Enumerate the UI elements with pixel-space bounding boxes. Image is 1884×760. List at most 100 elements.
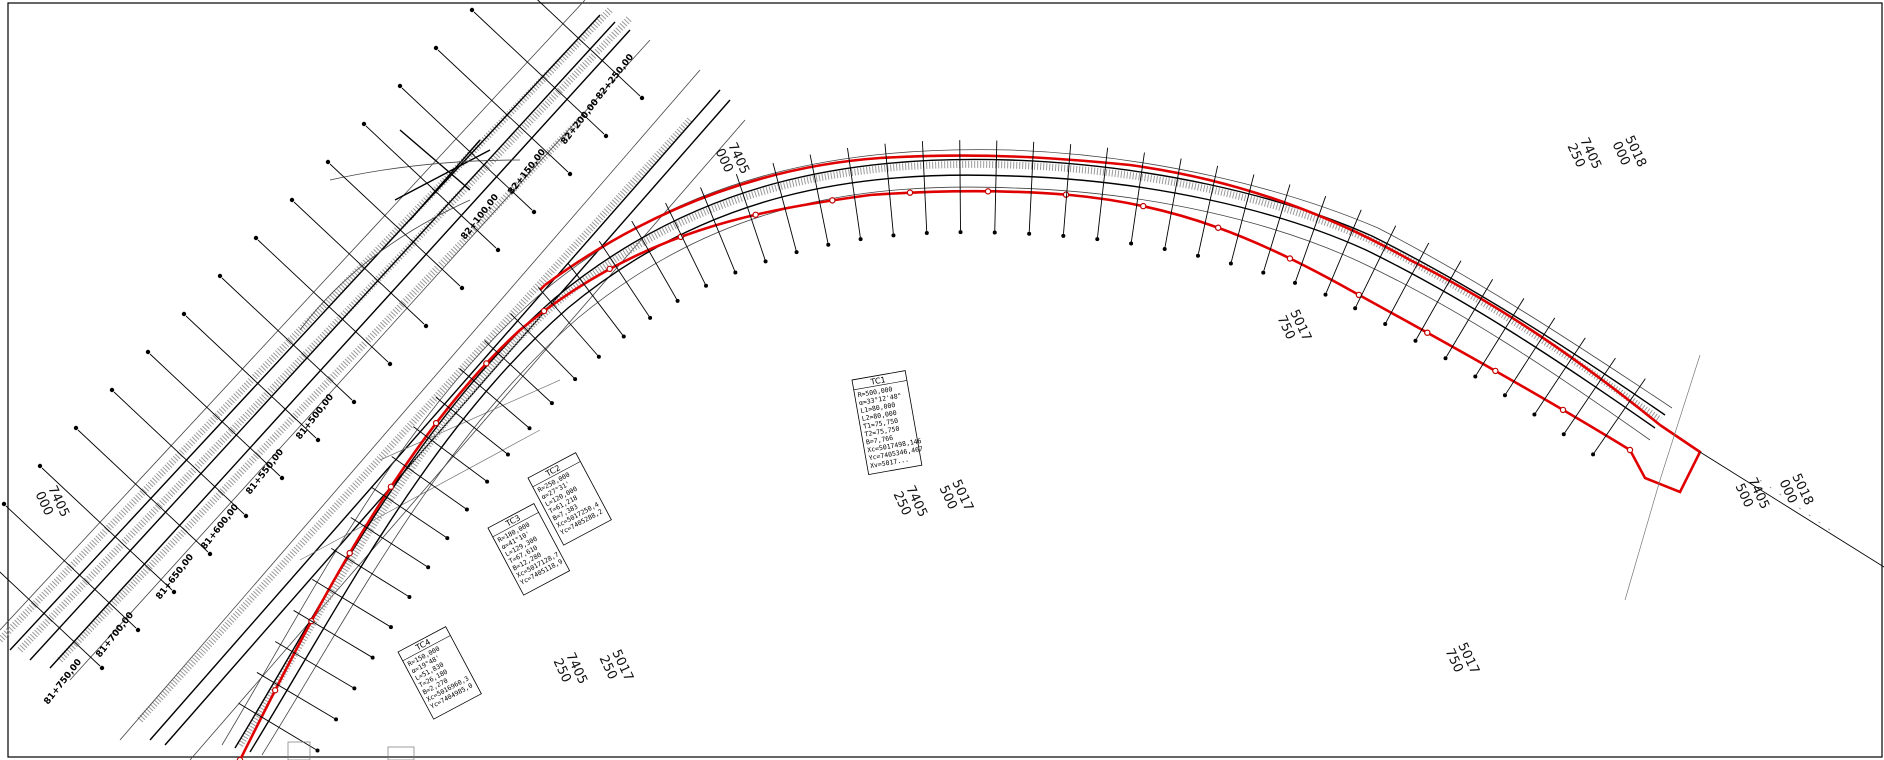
station-dot bbox=[459, 285, 465, 291]
station-dot bbox=[1095, 237, 1100, 242]
boundary-vertex bbox=[1214, 224, 1222, 231]
station-dot bbox=[279, 475, 285, 481]
station-tick bbox=[365, 125, 497, 249]
station-tick bbox=[41, 467, 173, 591]
boundary-vertex bbox=[483, 360, 490, 367]
station-dot bbox=[567, 171, 573, 177]
station-tick bbox=[1263, 184, 1291, 271]
curve-table: TC3 R=180,000α=41°10'L=129,300T=67,610B=… bbox=[487, 503, 571, 596]
station-tick bbox=[537, 0, 641, 97]
station-dot bbox=[648, 315, 653, 320]
station-tick bbox=[331, 547, 408, 597]
motorway-station-ticks bbox=[0, 0, 645, 671]
station-tick bbox=[149, 353, 281, 477]
station-dot bbox=[1162, 247, 1167, 252]
station-dot bbox=[924, 231, 929, 236]
station-tick bbox=[1416, 260, 1462, 340]
boundary-vertex bbox=[540, 307, 548, 315]
station-dot bbox=[891, 233, 896, 238]
boundary-vertex bbox=[1626, 446, 1634, 454]
station-dot bbox=[1383, 321, 1388, 326]
station-tick bbox=[1295, 196, 1327, 282]
station-tick bbox=[1197, 165, 1219, 254]
station-tick bbox=[435, 396, 507, 454]
chainage-label: 82+250,00 bbox=[594, 53, 636, 102]
station-tick bbox=[413, 426, 486, 481]
station-dot bbox=[958, 230, 963, 235]
station-dot bbox=[621, 334, 626, 339]
station-dot bbox=[135, 627, 141, 633]
boundary-vertex bbox=[984, 188, 992, 195]
chainage-label: 82+200,00 bbox=[559, 98, 601, 147]
station-dot bbox=[1443, 356, 1448, 361]
chainage-label: 81+700,00 bbox=[94, 611, 136, 660]
station-tick bbox=[735, 173, 766, 260]
curve-table: TC1 R=500,000α=33°12'48"L1=80,000L2=80,0… bbox=[851, 370, 924, 476]
station-tick bbox=[484, 340, 551, 403]
station-dot bbox=[1, 501, 7, 507]
station-dot bbox=[1129, 241, 1134, 246]
station-tick bbox=[1230, 174, 1255, 262]
boundary-vertex bbox=[432, 419, 440, 427]
station-tick bbox=[0, 571, 101, 667]
station-tick bbox=[994, 140, 998, 231]
boundary-vertex bbox=[1559, 406, 1567, 414]
station-dot bbox=[207, 551, 213, 557]
station-dot bbox=[181, 311, 187, 317]
station-tick bbox=[185, 315, 317, 439]
station-tick bbox=[1593, 378, 1646, 453]
station-tick bbox=[537, 287, 598, 356]
station-dot bbox=[1061, 233, 1066, 238]
station-dot bbox=[675, 298, 680, 303]
station-tick bbox=[257, 239, 389, 363]
station-dot bbox=[639, 95, 645, 101]
station-dot bbox=[485, 479, 490, 484]
station-tick bbox=[631, 220, 677, 300]
station-tick bbox=[370, 486, 446, 538]
station-tick bbox=[113, 391, 245, 515]
station-dot bbox=[334, 717, 339, 722]
station-dot bbox=[171, 589, 177, 595]
station-dot bbox=[1292, 280, 1297, 285]
station-dot bbox=[407, 594, 412, 599]
station-dot bbox=[370, 655, 375, 660]
alignment-extension bbox=[1699, 451, 1884, 568]
station-dot bbox=[37, 463, 43, 469]
station-dot bbox=[1261, 270, 1266, 275]
station-dot bbox=[531, 209, 537, 215]
side-road-line bbox=[1624, 354, 1701, 601]
drawing-frame bbox=[7, 2, 1883, 758]
station-tick bbox=[5, 505, 137, 629]
station-dot bbox=[315, 748, 320, 753]
station-tick bbox=[959, 140, 961, 231]
station-dot bbox=[109, 387, 115, 393]
station-dot bbox=[397, 83, 403, 89]
station-dot bbox=[573, 377, 578, 382]
chainage-label: 82+100,00 bbox=[459, 193, 501, 242]
boundary-vertex bbox=[236, 756, 244, 760]
curve-station-ticks bbox=[238, 140, 1646, 753]
station-dot bbox=[1473, 374, 1478, 379]
station-tick bbox=[312, 578, 390, 627]
station-dot bbox=[469, 7, 475, 13]
station-tick bbox=[700, 187, 736, 271]
curved-road bbox=[221, 149, 1673, 756]
station-dot bbox=[351, 399, 357, 405]
chainage-label: 81+550,00 bbox=[244, 448, 286, 497]
boundary-vertex bbox=[346, 549, 353, 557]
station-tick bbox=[329, 163, 461, 287]
chainage-label: 82+150,00 bbox=[506, 148, 548, 197]
building-outline bbox=[287, 741, 311, 760]
station-tick bbox=[809, 154, 829, 243]
boundary-vertex bbox=[829, 197, 836, 204]
station-dot bbox=[1532, 412, 1537, 417]
station-dot bbox=[253, 235, 259, 241]
station-tick bbox=[921, 141, 928, 232]
station-tick bbox=[391, 456, 466, 509]
station-tick bbox=[1063, 144, 1072, 234]
station-tick bbox=[221, 277, 353, 401]
curve-table: TC4 R=150,000α=19°48'L=51,830T=26,180B=2… bbox=[397, 626, 482, 720]
boundary-vertex bbox=[271, 687, 279, 694]
boundary-vertex bbox=[606, 265, 613, 273]
